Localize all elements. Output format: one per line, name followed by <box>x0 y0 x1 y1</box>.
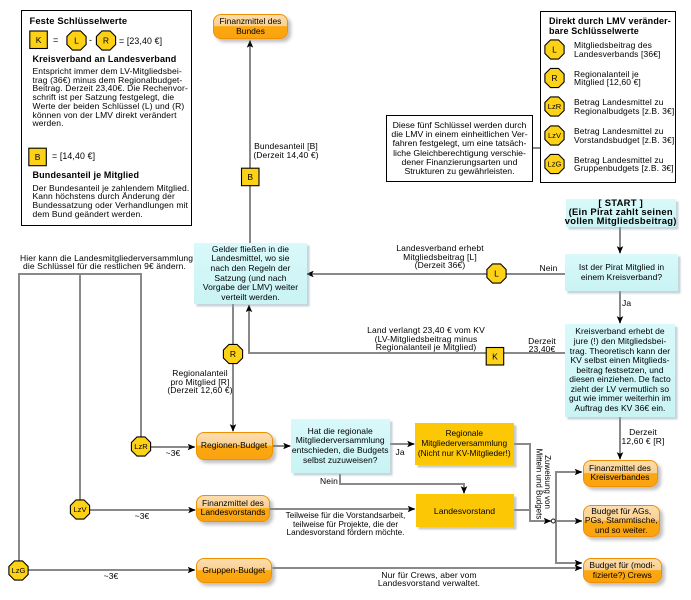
svg-text:R: R <box>230 349 236 359</box>
svg-text:B: B <box>35 152 41 162</box>
svg-text:R: R <box>103 36 109 46</box>
svg-text:K: K <box>36 35 42 45</box>
svg-text:L: L <box>552 45 557 55</box>
svg-text:L: L <box>74 36 79 46</box>
svg-text:LzG: LzG <box>548 160 562 169</box>
svg-text:R: R <box>551 73 557 83</box>
svg-text:LzR: LzR <box>548 102 562 111</box>
svg-text:LzV: LzV <box>73 505 87 514</box>
svg-text:Zuweisung von: Zuweisung von <box>543 455 552 509</box>
svg-text:Mitteln und Budgets: Mitteln und Budgets <box>534 449 543 520</box>
svg-text:L: L <box>494 269 499 279</box>
svg-text:LzR: LzR <box>134 442 148 451</box>
svg-text:K: K <box>492 351 498 361</box>
svg-text:B: B <box>247 172 253 182</box>
svg-text:LzV: LzV <box>548 131 562 140</box>
svg-text:LzG: LzG <box>12 566 26 575</box>
